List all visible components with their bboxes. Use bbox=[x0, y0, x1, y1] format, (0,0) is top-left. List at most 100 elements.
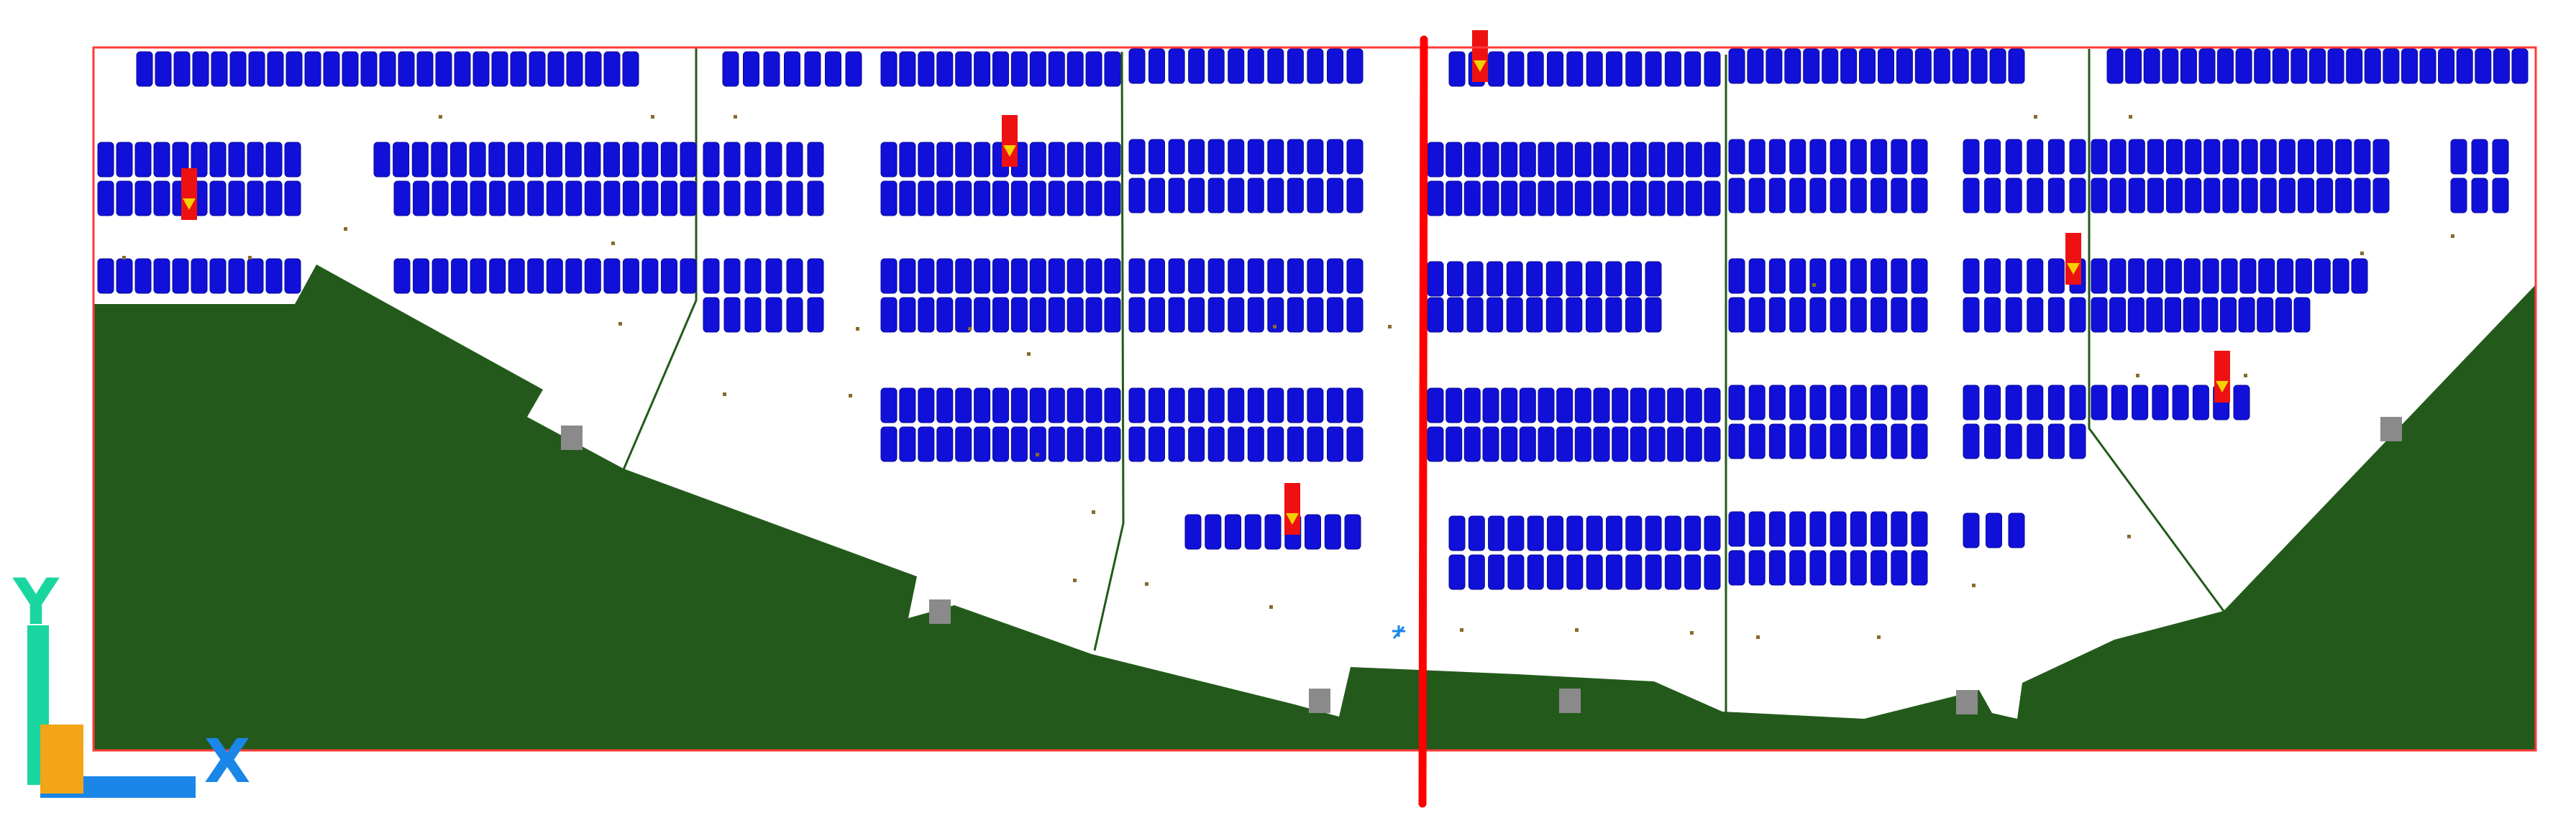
debris-point bbox=[849, 394, 852, 397]
solar-panel bbox=[2277, 258, 2294, 294]
solar-panel bbox=[1247, 258, 1264, 294]
solar-panel bbox=[1427, 387, 1444, 423]
solar-panel bbox=[1566, 297, 1583, 333]
solar-panel bbox=[1803, 48, 1820, 84]
solar-panel bbox=[2257, 297, 2274, 333]
solar-panel bbox=[2335, 178, 2352, 213]
panel-table bbox=[880, 426, 1121, 462]
solar-panel bbox=[955, 180, 972, 216]
solar-panel bbox=[1545, 297, 1563, 333]
solar-panel bbox=[899, 142, 916, 178]
solar-panel bbox=[1168, 48, 1185, 84]
solar-panel bbox=[1789, 511, 1807, 547]
solar-panel bbox=[2278, 178, 2296, 213]
solar-panel bbox=[936, 387, 954, 423]
solar-panel bbox=[2401, 48, 2418, 84]
solar-panel bbox=[1850, 550, 1867, 586]
solar-panel bbox=[918, 387, 935, 423]
solar-panel bbox=[1067, 387, 1084, 423]
solar-panel bbox=[411, 142, 429, 178]
solar-panel bbox=[508, 180, 525, 216]
solar-panel bbox=[2147, 178, 2164, 213]
panel-table bbox=[1728, 423, 1928, 459]
solar-panel bbox=[2354, 139, 2371, 175]
solar-panel bbox=[1625, 554, 1643, 590]
solar-panel bbox=[398, 51, 415, 87]
solar-panel bbox=[153, 142, 170, 178]
solar-panel bbox=[1519, 142, 1536, 178]
solar-panel bbox=[1247, 426, 1264, 462]
solar-panel bbox=[1840, 48, 1858, 84]
coordinate-triad: Y Z X bbox=[12, 565, 250, 805]
solar-panel bbox=[1244, 514, 1261, 550]
solar-panel bbox=[1048, 387, 1065, 423]
solar-panel bbox=[2201, 297, 2219, 333]
solar-panel bbox=[1128, 178, 1146, 213]
solar-panel bbox=[1488, 554, 1505, 590]
solar-panel bbox=[974, 297, 991, 333]
solar-panel bbox=[1228, 178, 1245, 213]
solar-panel bbox=[1766, 48, 1783, 84]
solar-panel bbox=[228, 258, 245, 294]
solar-panel bbox=[1067, 142, 1084, 178]
solar-panel bbox=[155, 51, 172, 87]
solar-panel bbox=[2383, 48, 2400, 84]
solar-panel bbox=[2346, 48, 2363, 84]
solar-panel bbox=[2354, 178, 2371, 213]
solar-panel bbox=[2332, 258, 2349, 294]
solar-panel bbox=[547, 51, 565, 87]
solar-panel bbox=[1029, 426, 1046, 462]
solar-panel bbox=[1287, 297, 1304, 333]
solar-panel bbox=[2217, 48, 2234, 84]
solar-panel bbox=[1625, 297, 1642, 333]
panel-table bbox=[1427, 387, 1721, 423]
solar-panel bbox=[1507, 554, 1525, 590]
solar-panel bbox=[2027, 178, 2044, 213]
solar-panel bbox=[1789, 385, 1807, 420]
solar-panel bbox=[1830, 139, 1847, 175]
solar-panel bbox=[2091, 178, 2108, 213]
solar-panel bbox=[2069, 385, 2086, 420]
solar-panel bbox=[1324, 514, 1341, 550]
inverter-hut bbox=[929, 599, 951, 624]
solar-panel bbox=[1463, 426, 1481, 462]
solar-panel bbox=[2128, 178, 2145, 213]
solar-panel bbox=[2091, 258, 2108, 294]
solar-panel bbox=[1506, 297, 1523, 333]
panel-table bbox=[1728, 385, 1928, 420]
solar-panel bbox=[1427, 297, 1444, 333]
solar-panel bbox=[1574, 426, 1591, 462]
solar-panel bbox=[807, 297, 824, 333]
solar-panel bbox=[1728, 511, 1745, 547]
solar-panel bbox=[1704, 51, 1721, 87]
solar-panel bbox=[1128, 258, 1146, 294]
solar-panel bbox=[622, 142, 639, 178]
solar-panel bbox=[992, 387, 1009, 423]
solar-panel bbox=[1267, 48, 1284, 84]
solar-panel bbox=[1891, 423, 1908, 459]
inverter-hut bbox=[1559, 689, 1581, 713]
solar-panel bbox=[2180, 48, 2197, 84]
solar-panel bbox=[489, 258, 506, 294]
solar-panel bbox=[1747, 48, 1764, 84]
solar-panel bbox=[763, 51, 780, 87]
panel-table bbox=[1427, 180, 1721, 216]
debris-point bbox=[1972, 584, 1976, 587]
section-cut-line[interactable] bbox=[1418, 35, 1428, 808]
solar-panel bbox=[191, 258, 208, 294]
solar-panel bbox=[2128, 258, 2145, 294]
solar-panel bbox=[469, 142, 486, 178]
solar-panel bbox=[211, 51, 228, 87]
solar-panel bbox=[880, 426, 898, 462]
solar-panel bbox=[1247, 139, 1264, 175]
solar-panel bbox=[1871, 178, 1888, 213]
solar-panel bbox=[2222, 139, 2239, 175]
solar-panel bbox=[955, 387, 972, 423]
solar-panel bbox=[1850, 139, 1867, 175]
debris-point bbox=[2127, 535, 2131, 538]
solar-panel bbox=[1630, 387, 1647, 423]
solar-panel bbox=[1327, 426, 1343, 462]
solar-panel bbox=[1648, 142, 1666, 178]
solar-panel bbox=[1228, 139, 1245, 175]
